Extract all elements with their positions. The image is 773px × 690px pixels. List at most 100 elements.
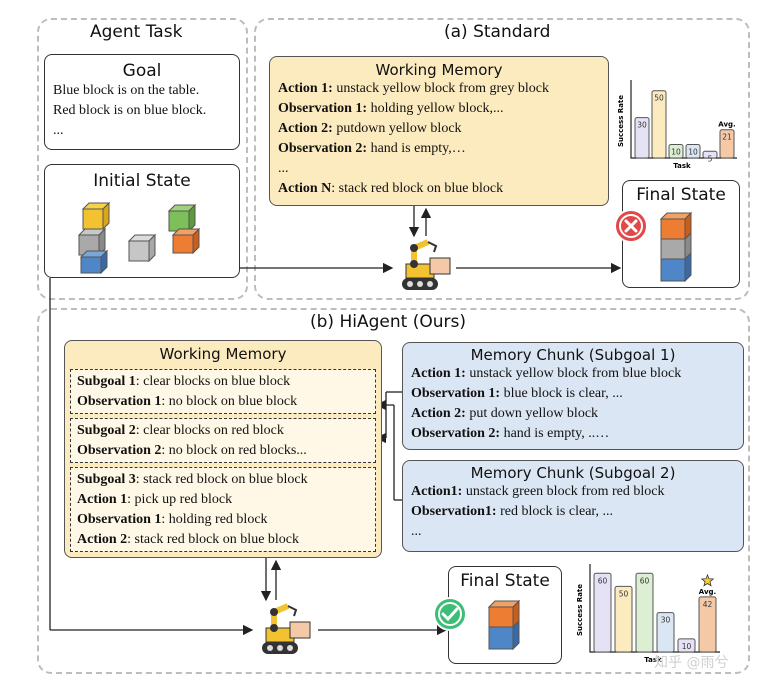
chart-xlabel: Task: [673, 162, 691, 170]
orange-block-icon: [171, 227, 201, 255]
goal-line: Blue block is on the table.: [53, 83, 200, 98]
memory-line: Observation 2: hand is empty,…: [278, 141, 466, 156]
star-icon: [700, 573, 715, 587]
standard-frame: [254, 18, 750, 300]
bar-value-label: 50: [654, 94, 664, 103]
memory-line: Subgoal 2: clear blocks on red block: [77, 423, 284, 438]
goal-box: Goal Blue block is on the table. Red blo…: [44, 54, 240, 150]
memory-line: Observation 1: holding red block: [77, 512, 268, 527]
bar-value-label: 42: [703, 600, 713, 609]
bar-value-label: 50: [619, 589, 629, 598]
chart-bar: [593, 572, 612, 653]
standard-working-memory: Working Memory Action 1: unstack yellow …: [269, 56, 609, 206]
chart-bar: [702, 150, 718, 159]
working-memory-title: Working Memory: [159, 345, 287, 363]
chunk-title: Memory Chunk (Subgoal 1): [470, 346, 676, 364]
green-block-icon: [167, 203, 197, 233]
final-state-title: Final State: [460, 571, 550, 591]
bar-value-label: 5: [708, 154, 713, 163]
memory-line: Action 1: pick up red block: [77, 492, 233, 507]
chart-ylabel: Success Rate: [576, 584, 584, 636]
goal-title: Goal: [122, 61, 162, 81]
memory-line: Subgoal 3: stack red block on blue block: [77, 472, 308, 487]
memory-line: Observation 1: holding yellow block,...: [278, 101, 504, 116]
chart-bar: [634, 117, 650, 159]
memory-line: Observation1: red block is clear, ...: [411, 504, 614, 519]
subgoal-block-1: Subgoal 1: clear blocks on blue block Ob…: [70, 369, 376, 414]
initial-blocks-illustration: [77, 201, 201, 275]
chunk-log: Action 1: unstack yellow block from blue…: [411, 364, 743, 444]
final-stack-illustration: [659, 211, 693, 283]
hiagent-title: (b) HiAgent (Ours): [310, 312, 466, 332]
chart-bar: [656, 612, 675, 653]
subgoal-block-3: Subgoal 3: stack red block on blue block…: [70, 467, 376, 552]
chart-bar: [719, 129, 735, 159]
memory-line: ...: [411, 524, 422, 539]
memory-chunk-subgoal-2: Memory Chunk (Subgoal 2) Action1: unstac…: [402, 460, 744, 552]
grey-block-icon: [127, 233, 157, 263]
chart-axes: [630, 80, 737, 159]
goal-line: ...: [53, 123, 64, 138]
final-stack-illustration: [487, 599, 521, 651]
grey-block-icon: [660, 231, 692, 261]
bar-value-label: 60: [598, 576, 608, 585]
final-state-title: Final State: [636, 185, 726, 205]
chunk-title: Memory Chunk (Subgoal 2): [470, 464, 676, 482]
working-memory-log: Action 1: unstack yellow block from grey…: [278, 79, 608, 199]
chart-bar: [635, 572, 654, 653]
subgoal-block-2: Subgoal 2: clear blocks on red block Obs…: [70, 418, 376, 463]
memory-line: Action 1: unstack yellow block from blue…: [411, 366, 682, 381]
failure-cross-icon: [614, 209, 648, 243]
bar-value-label: 10: [671, 148, 681, 157]
memory-line: Action1: unstack green block from red bl…: [411, 484, 665, 499]
hiagent-frame: [37, 308, 750, 674]
memory-line: Subgoal 1: clear blocks on blue block: [77, 374, 291, 389]
avg-label: Avg.: [718, 121, 735, 129]
memory-line: Action N: stack red block on blue block: [278, 181, 504, 196]
avg-label: Avg.: [699, 588, 716, 596]
working-memory-title: Working Memory: [375, 61, 503, 79]
goal-text: Blue block is on the table. Red block is…: [53, 81, 239, 141]
chart-axes: [589, 564, 720, 653]
bar-value-label: 10: [682, 642, 692, 651]
hiagent-final-state-box: Final State: [448, 566, 562, 664]
agent-task-title: Agent Task: [90, 22, 183, 42]
blue-block-icon: [79, 249, 109, 275]
chart-bar: [698, 596, 717, 653]
initial-state-title: Initial State: [93, 171, 191, 191]
robot-arm-icon: [262, 603, 311, 654]
memory-line: Observation 1: blue block is clear, ...: [411, 386, 623, 401]
memory-line: Observation 1: no block on blue block: [77, 394, 298, 409]
goal-line: Red block is on blue block.: [53, 103, 207, 118]
memory-line: Action 2: put down yellow block: [411, 406, 599, 421]
chunk-log: Action1: unstack green block from red bl…: [411, 482, 743, 542]
bar-value-label: 10: [688, 148, 698, 157]
chart-bar: [651, 90, 667, 159]
orange-block-icon: [487, 599, 521, 629]
chart-bar: [685, 144, 701, 159]
orange-block-icon: [659, 211, 693, 241]
chart-bar: [677, 638, 696, 653]
bar-value-label: 30: [637, 121, 647, 130]
chart-bar: [614, 585, 633, 653]
bar-value-label: 21: [722, 133, 732, 142]
memory-chunk-subgoal-1: Memory Chunk (Subgoal 1) Action 1: unsta…: [402, 342, 744, 450]
chart-xlabel: Task: [644, 656, 662, 664]
memory-line: Observation 2: hand is empty, ..…: [411, 426, 610, 441]
watermark: 知乎 @雨兮: [654, 655, 729, 671]
yellow-block-icon: [81, 201, 111, 231]
memory-line: Action 2: putdown yellow block: [278, 121, 462, 136]
success-check-icon: [433, 597, 467, 631]
memory-line: Observation 2: no block on red blocks...: [77, 443, 307, 458]
grey-block-icon: [77, 227, 107, 257]
chart-bar: [668, 144, 684, 159]
memory-line: Action 1: unstack yellow block from grey…: [278, 81, 549, 96]
bar-value-label: 60: [640, 576, 650, 585]
agent-task-frame: [37, 18, 248, 300]
blue-block-icon: [660, 251, 692, 283]
memory-line: ...: [278, 161, 289, 176]
robot-arm-icon: [402, 239, 451, 290]
bar-value-label: 30: [661, 616, 671, 625]
